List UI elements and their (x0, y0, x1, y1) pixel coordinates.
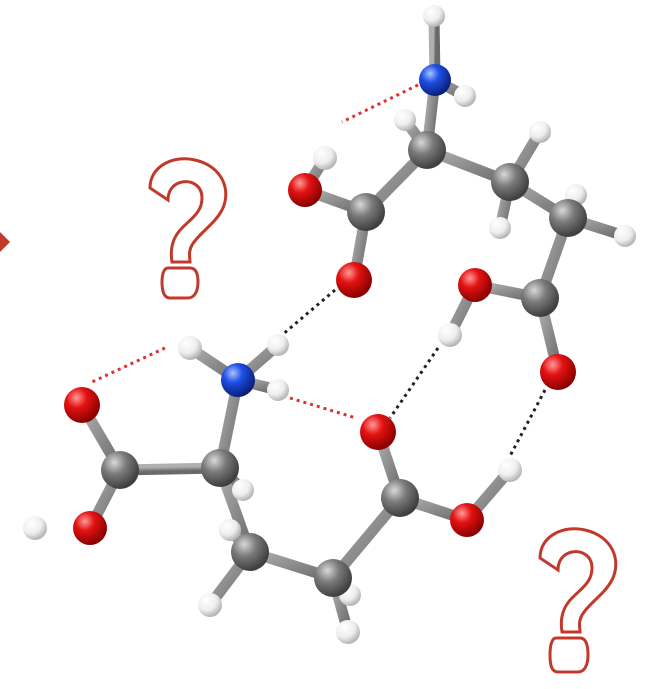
atom-carbon (314, 559, 352, 597)
atom-hydrogen (219, 519, 241, 541)
question-mark-bottom: ? (538, 527, 618, 674)
atom-oxygen (73, 511, 107, 545)
atom-hydrogen (438, 323, 462, 347)
arrow-fragment-icon (0, 232, 10, 252)
atom-hydrogen (267, 334, 289, 356)
atom-oxygen (288, 173, 322, 207)
atom-oxygen (64, 387, 100, 423)
atom-hydrogen (198, 593, 222, 617)
atom-hydrogen (313, 146, 337, 170)
atom-hydrogen (336, 620, 360, 644)
hbond-black-middle (388, 347, 440, 419)
hbond-red-top (341, 83, 419, 124)
atom-nitrogen (221, 363, 255, 397)
atom-carbon (347, 193, 385, 231)
atom-oxygen (336, 262, 372, 298)
atoms (23, 5, 636, 644)
atom-hydrogen (614, 225, 636, 247)
atom-hydrogen (489, 217, 511, 239)
atom-oxygen (360, 414, 396, 450)
question-mark-top: ? (148, 157, 228, 300)
atom-carbon (549, 199, 587, 237)
atom-carbon (381, 479, 419, 517)
atom-oxygen (458, 268, 492, 302)
atom-carbon (231, 533, 269, 571)
atom-carbon (521, 279, 559, 317)
hydrogen-bonds (91, 83, 547, 457)
atom-hydrogen (423, 5, 445, 27)
atom-hydrogen (23, 516, 47, 540)
atom-oxygen (450, 503, 484, 537)
atom-hydrogen (267, 379, 289, 401)
atom-hydrogen (454, 85, 476, 107)
atom-carbon (101, 451, 139, 489)
hbond-red-left (91, 346, 166, 384)
hbond-black-right (508, 389, 547, 457)
atom-nitrogen (419, 64, 451, 96)
atom-oxygen (540, 354, 576, 390)
atom-hydrogen (394, 109, 416, 131)
atom-carbon (408, 131, 446, 169)
hbond-black-upper (281, 288, 336, 337)
atom-hydrogen (529, 121, 551, 143)
atom-carbon (201, 449, 239, 487)
covalent-bonds (29, 10, 631, 638)
atom-hydrogen (498, 458, 522, 482)
atom-hydrogen (178, 336, 202, 360)
atom-carbon (491, 163, 529, 201)
hbond-red-middle (289, 396, 357, 420)
atom-hydrogen (232, 479, 254, 501)
